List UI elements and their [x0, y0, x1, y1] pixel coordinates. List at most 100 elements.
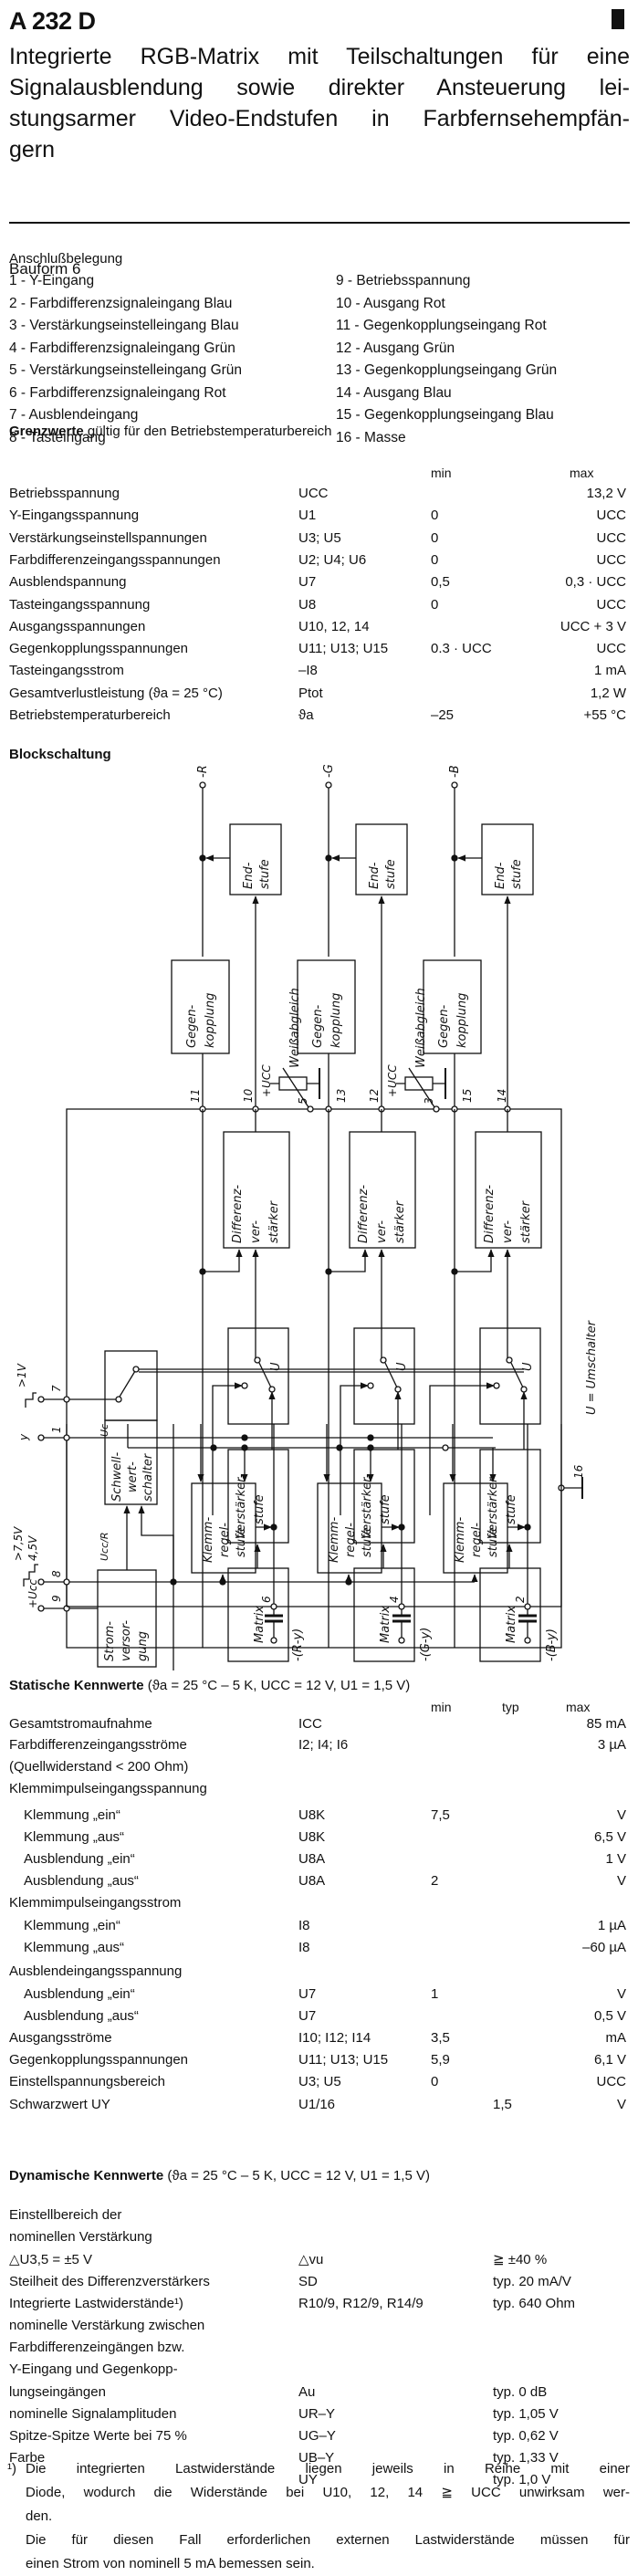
param-name: Klemmimpulseingangsstrom — [9, 1895, 182, 1911]
dynamic-row: nominelle Verstärkung zwischen — [0, 2318, 638, 2340]
static-heading: Statische Kennwerte (ϑa = 25 °C – 5 K, U… — [9, 1678, 410, 1693]
dynamic-row: Einstellbereich der — [0, 2207, 638, 2229]
pin-item: 11 - Gegenkopplungseingang Rot — [336, 318, 547, 333]
param-name: Klemmung „aus“ — [24, 1940, 125, 1955]
output-label-g: -G — [322, 764, 336, 778]
endstufe-label-b2: stufe — [510, 859, 524, 889]
param-symbol: U7 — [298, 1986, 317, 2002]
pin-14: 14 — [496, 1089, 508, 1103]
input-label-r: -(R-y) — [291, 1628, 305, 1661]
param-name: Betriebstemperaturbereich — [9, 707, 171, 723]
matrix-block-r — [227, 1567, 289, 1662]
pin-item: 15 - Gegenkopplungseingang Blau — [336, 407, 554, 423]
pin-item: 5 - Verstärkungseinstelleingang Grün — [9, 362, 243, 378]
param-symbol: UY — [298, 2472, 318, 2488]
y-input-label: y — [17, 1433, 30, 1441]
param-name: nominellen Verstärkung — [9, 2229, 152, 2246]
param-max: V — [616, 1807, 626, 1823]
pin-16: 16 — [572, 1464, 585, 1479]
header-divider — [9, 222, 630, 224]
param-min: 0,5 — [431, 574, 450, 591]
limits-heading-bold: Grenzwerte — [9, 424, 84, 439]
differenz-label-g3: stärker — [393, 1199, 407, 1243]
param-symbol: ϑa — [298, 707, 314, 723]
pin-8: 8 — [50, 1570, 63, 1577]
param-symbol: U8 — [298, 596, 317, 613]
param-name: Farbdifferenzeingangsströme — [9, 1737, 187, 1753]
param-name: Farbe — [9, 2450, 46, 2466]
footnote-line: den. — [26, 2508, 53, 2524]
param-value: typ. 1,33 V — [493, 2450, 559, 2466]
param-value: typ. 0,62 V — [493, 2428, 559, 2444]
param-value: typ. 0 dB — [493, 2383, 548, 2400]
title-line: Signalausblendung sowie direkter Ansteue… — [9, 75, 630, 100]
param-symbol: I10; I12; I14 — [298, 2030, 371, 2046]
param-name: Gesamtverlustleistung (ϑa = 25 °C) — [9, 685, 223, 701]
param-name: Schwarzwert UY — [9, 2097, 110, 2112]
pin-6: 6 — [260, 1596, 273, 1603]
param-value: typ. 1,0 V — [493, 2472, 551, 2488]
static-row: Klemmung „aus“I8–60 µA — [0, 1940, 638, 1962]
junction-dot — [199, 854, 206, 862]
diagram-labels: -R -G -B End- stufe End- stufe End- stuf… — [16, 764, 599, 1661]
gegenkopplung-label-r2: kopplung — [204, 993, 217, 1048]
param-name: Klemmung „ein“ — [24, 1807, 120, 1823]
limits-heading: Grenzwerte gültig für den Betriebstemper… — [9, 424, 332, 439]
param-max: 0,5 V — [593, 2008, 626, 2024]
differenz-block-b — [475, 1131, 542, 1249]
differenz-label-g: Differenz- — [357, 1185, 371, 1243]
param-symbol: I2; I4; I6 — [298, 1737, 349, 1753]
static-col-min: min — [431, 1700, 452, 1714]
static-col-typ: typ — [502, 1700, 519, 1714]
pin-13: 13 — [335, 1089, 348, 1103]
pin-item: 12 - Ausgang Grün — [336, 340, 455, 356]
pin-15: 15 — [461, 1089, 474, 1103]
param-min: 5,9 — [431, 2052, 450, 2068]
param-value: typ. 640 Ohm — [493, 2295, 576, 2311]
param-value: typ. 20 mA/V — [493, 2273, 571, 2289]
param-min: 1 — [431, 1986, 439, 2002]
channel-red — [171, 781, 320, 1662]
param-name: Ausblendung „ein“ — [24, 1986, 135, 2002]
output-label-b: -B — [448, 765, 462, 778]
title-line: Integrierte RGB-Matrix mit Teilschaltung… — [9, 44, 630, 69]
param-name: Gegenkopplungsspannungen — [9, 641, 189, 657]
title-line: gern — [9, 137, 56, 162]
footnote-line: Die integrierten Lastwiderstände liegen … — [26, 2461, 630, 2477]
static-col-max: max — [566, 1700, 591, 1714]
ucc-z-label: Ucc/Z — [99, 1424, 110, 1437]
gegenkopplung-block-r — [171, 959, 230, 1054]
param-name: Klemmung „ein“ — [24, 1918, 120, 1933]
pin-12: 12 — [368, 1089, 381, 1103]
ucc-label-2: +UCC — [386, 1064, 399, 1097]
param-max: +55 °C — [583, 707, 626, 723]
param-name: Ausgangsströme — [9, 2030, 112, 2046]
differenz-label-b: Differenz- — [483, 1185, 497, 1243]
schwell-label-3: schalter — [141, 1452, 155, 1502]
param-name: Ausblendung „ein“ — [24, 1851, 135, 1867]
package-label: Bauform 6 — [9, 260, 81, 277]
footnote: Die integrierten Lastwiderstände liegen … — [26, 2457, 630, 2576]
klemm-label-b1: Klemm- — [454, 1517, 467, 1563]
klemm-label-b3: stufe — [486, 1527, 500, 1557]
matrix-block-g — [353, 1567, 415, 1662]
param-name: (Quellwiderstand < 200 Ohm) — [9, 1759, 189, 1775]
param-symbol: UG–Y — [298, 2428, 336, 2444]
pin-item: 6 - Farbdifferenzsignaleingang Rot — [9, 384, 226, 401]
verstaerker-label-g2: stufe — [379, 1494, 392, 1524]
limits-col-max: max — [570, 466, 594, 480]
verstaerker-block-b — [479, 1449, 541, 1544]
param-symbol: △vu — [298, 2252, 324, 2268]
pin-3: 3 — [423, 1097, 435, 1105]
chip-name: A 232 D — [9, 7, 96, 35]
param-name: Gegenkopplungsspannungen — [9, 2052, 189, 2068]
static-row: Klemmimpulseingangsspannung — [0, 1781, 638, 1803]
pinout-heading: Anschlußbelegung — [9, 251, 122, 267]
